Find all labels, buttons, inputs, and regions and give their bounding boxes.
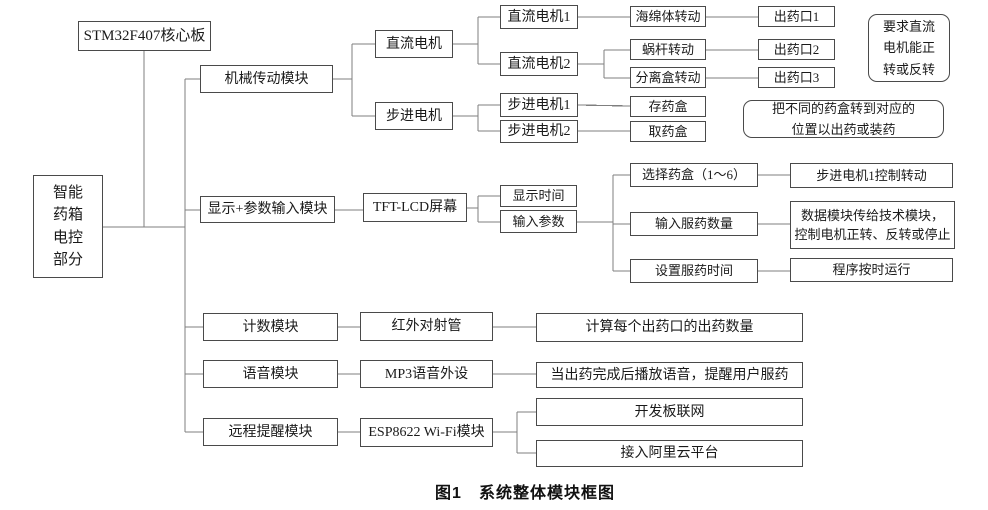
connector-line	[577, 104, 631, 107]
node-calc-outlet-quantity: 计算每个出药口的出药数量	[536, 313, 803, 342]
figure-caption: 图1 系统整体模块框图	[435, 485, 615, 502]
node-tft-lcd-screen: TFT-LCD屏幕	[363, 193, 467, 222]
node-smart-medicine-box-controller: 智能 药箱 电控 部分	[33, 175, 103, 278]
node-sponge-rotation: 海绵体转动	[630, 6, 706, 27]
node-store-medicine-box: 存药盒	[630, 96, 706, 117]
node-voice-remind-user: 当出药完成后播放语音，提醒用户服药	[536, 362, 803, 388]
node-aliyun-platform: 接入阿里云平台	[536, 440, 803, 467]
node-esp8622-wifi-module: ESP8622 Wi-Fi模块	[360, 418, 493, 447]
node-infrared-tube: 红外对射管	[360, 312, 493, 341]
node-input-parameters: 输入参数	[500, 210, 577, 233]
node-voice-module: 语音模块	[203, 360, 338, 388]
node-dev-board-networking: 开发板联网	[536, 398, 803, 426]
node-worm-rotation: 蜗杆转动	[630, 39, 706, 60]
node-note-box-positioning: 把不同的药盒转到对应的 位置以出药或装药	[743, 100, 944, 138]
node-show-time: 显示时间	[500, 185, 577, 207]
node-dc-motor: 直流电机	[375, 30, 453, 58]
node-display-input-module: 显示+参数输入模块	[200, 196, 335, 223]
node-separator-box-rotation: 分离盒转动	[630, 67, 706, 88]
node-take-medicine-box: 取药盒	[630, 121, 706, 142]
node-step-motor-1: 步进电机1	[500, 93, 578, 117]
node-dc-motor-1: 直流电机1	[500, 5, 578, 29]
node-step-motor-2: 步进电机2	[500, 120, 578, 143]
node-mp3-voice-device: MP3语音外设	[360, 360, 493, 388]
node-step-motor1-control: 步进电机1控制转动	[790, 163, 953, 188]
node-outlet-2: 出药口2	[758, 39, 835, 60]
node-set-dose-time: 设置服药时间	[630, 259, 758, 283]
node-count-module: 计数模块	[203, 313, 338, 341]
node-data-module-control: 数据模块传给技术模块， 控制电机正转、反转或停止	[790, 201, 955, 249]
node-outlet-1: 出药口1	[758, 6, 835, 27]
node-step-motor: 步进电机	[375, 102, 453, 130]
node-mechanical-drive-module: 机械传动模块	[200, 65, 333, 93]
node-note-dc-motor-direction: 要求直流 电机能正 转或反转	[868, 14, 950, 82]
node-program-timed-run: 程序按时运行	[790, 258, 953, 282]
node-stm32-core-board: STM32F407核心板	[78, 21, 211, 51]
node-remote-remind-module: 远程提醒模块	[203, 418, 338, 446]
node-outlet-3: 出药口3	[758, 67, 835, 88]
node-dc-motor-2: 直流电机2	[500, 52, 578, 76]
node-input-dose-quantity: 输入服药数量	[630, 212, 758, 236]
node-select-medicine-box: 选择药盒（1～6）	[630, 163, 758, 187]
